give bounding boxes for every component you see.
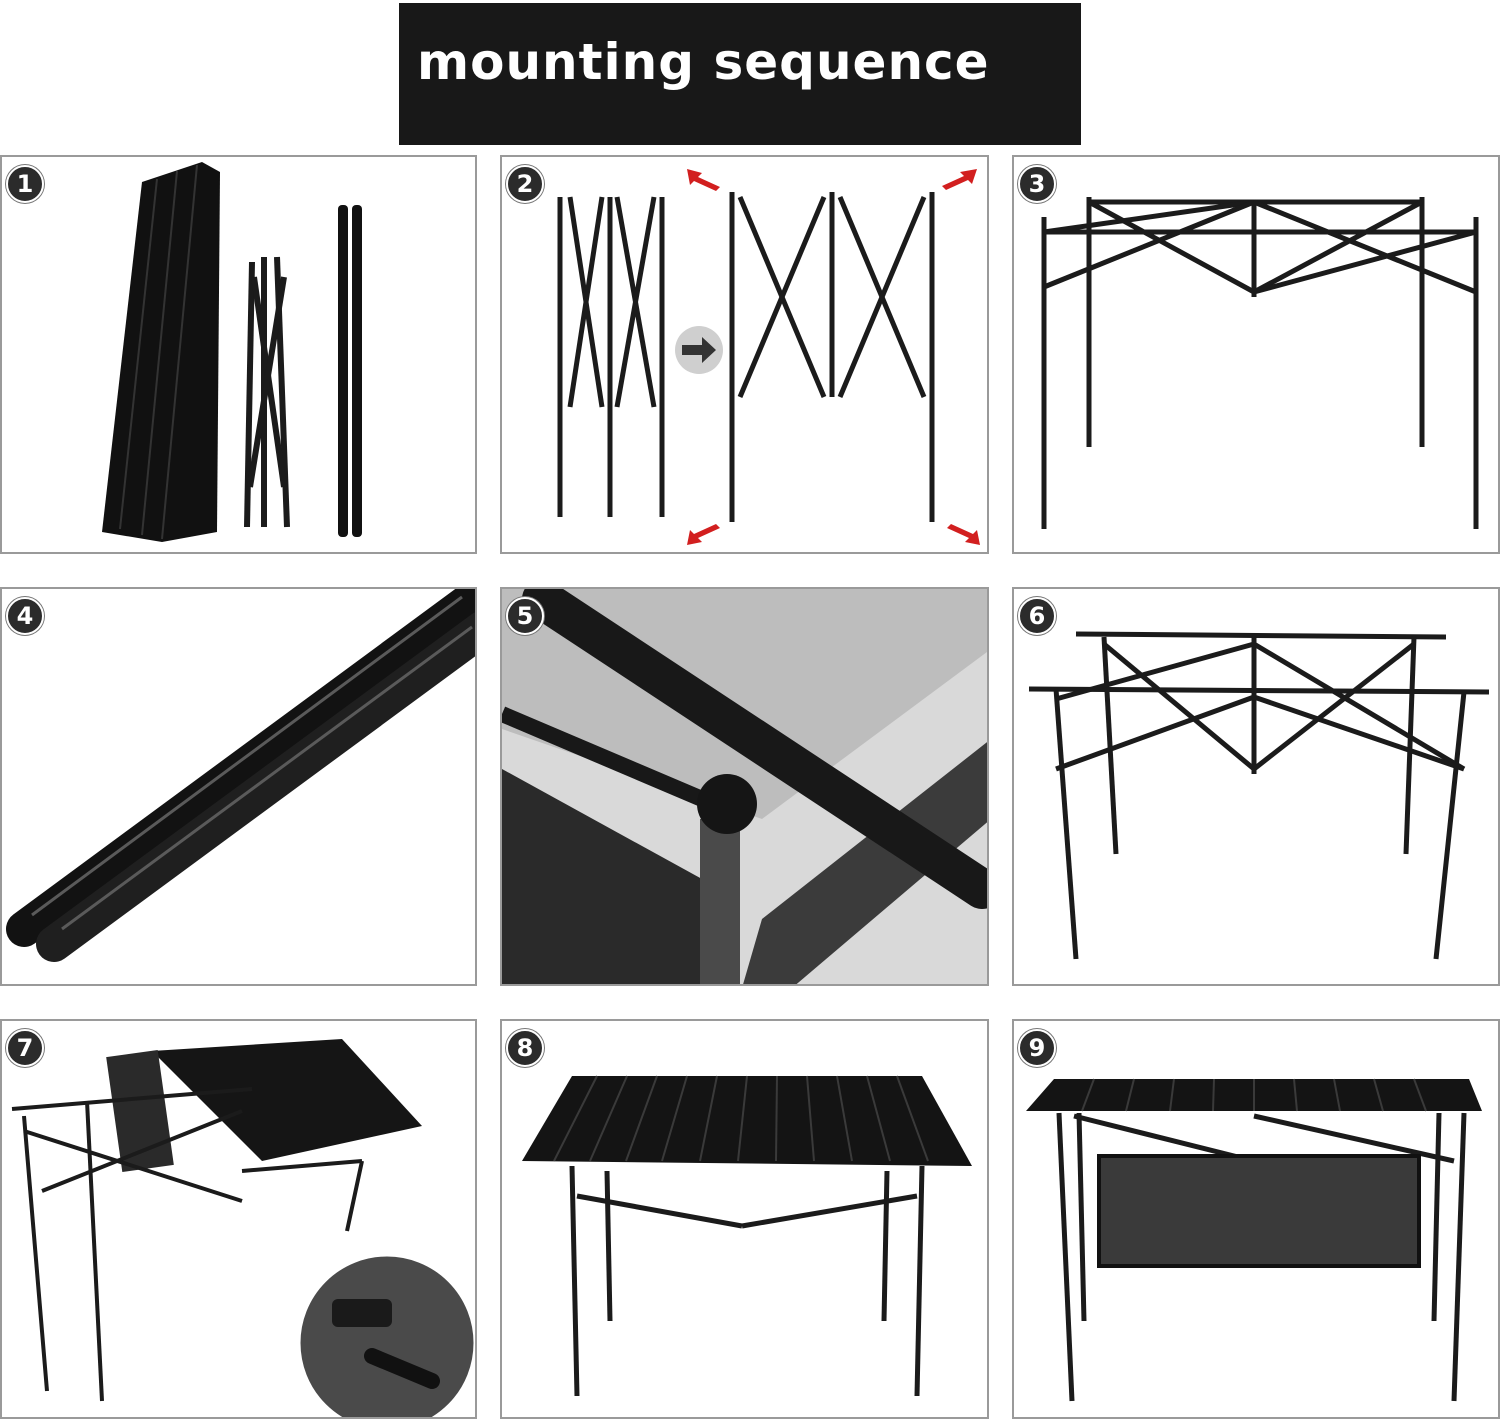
folded-table-illustration	[102, 162, 362, 542]
step-panel-8: 8	[500, 1019, 989, 1419]
step-number-badge: 6	[1018, 597, 1056, 635]
rod-clip-illustration	[502, 589, 987, 984]
header-banner: mounting sequence	[399, 3, 1081, 145]
step-number-badge: 1	[6, 165, 44, 203]
step-number-badge: 4	[6, 597, 44, 635]
step-number-badge: 7	[6, 1029, 44, 1067]
step-panel-7: 7	[0, 1019, 477, 1419]
support-rods-illustration	[6, 589, 475, 962]
step-panel-9: 9	[1012, 1019, 1500, 1419]
step-number-badge: 9	[1018, 1029, 1056, 1067]
expanding-frame-illustration	[557, 169, 980, 545]
step-panel-2: 2	[500, 155, 989, 554]
step-panel-4: 4	[0, 587, 477, 986]
step-panel-5: 5	[500, 587, 989, 986]
step-number-badge: 8	[506, 1029, 544, 1067]
step-number-badge: 3	[1018, 165, 1056, 203]
assembled-table-illustration	[522, 1075, 972, 1397]
opened-frame-illustration	[1041, 197, 1479, 529]
step-panel-1: 1	[0, 155, 477, 554]
step-number-badge: 2	[506, 165, 544, 203]
step-panel-3: 3	[1012, 155, 1500, 554]
table-with-net-illustration	[1026, 1078, 1482, 1402]
page-title: mounting sequence	[417, 33, 990, 91]
rolling-tabletop-illustration	[11, 1039, 475, 1417]
frame-with-rods-illustration	[1028, 631, 1490, 960]
step-number-badge: 5	[506, 597, 544, 635]
step-panel-6: 6	[1012, 587, 1500, 986]
